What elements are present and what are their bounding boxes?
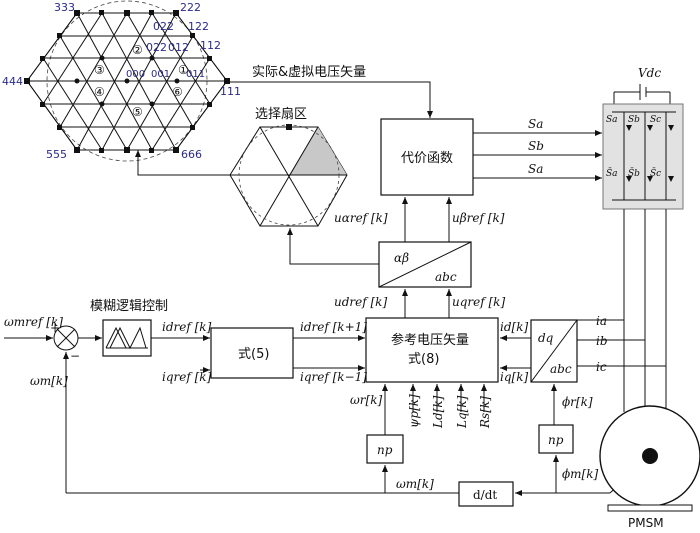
ref-voltage-title: 参考电压矢量 <box>391 332 469 348</box>
id-k: id[k] <box>500 320 528 334</box>
idref-k: idref [k] <box>162 320 212 334</box>
vector-555: 555 <box>46 148 67 161</box>
svg-text:S̄c: S̄c <box>650 167 661 179</box>
omega-r-input: ωr[k] <box>350 393 382 407</box>
abc-label: abc <box>435 270 457 284</box>
cost-function-label: 代价函数 <box>401 151 453 166</box>
omega-m-left: ωm[k] <box>30 374 68 388</box>
vector-222: 222 <box>180 1 201 14</box>
ib-label: ib <box>596 334 608 348</box>
hexagon-grid <box>26 12 228 151</box>
np-left-label: np <box>377 443 393 457</box>
vector-012: 012 <box>168 41 189 54</box>
pmsm-motor: PMSM <box>599 405 700 530</box>
np-right-label: np <box>548 433 564 447</box>
pmsm-label: PMSM <box>628 516 664 530</box>
ia-label: ia <box>596 314 607 328</box>
region-4: ④ <box>94 85 105 99</box>
u-beta-ref: uβref [k] <box>452 211 505 225</box>
vector-122: 122 <box>188 20 209 33</box>
plus-sign: + <box>50 321 60 335</box>
vdc-label: Vdc <box>638 66 661 80</box>
region-3: ③ <box>94 63 105 77</box>
fuzzy-logic-label: 模糊逻辑控制 <box>90 298 168 314</box>
omega-mref: ωmref [k] <box>4 315 63 329</box>
lq-input: Lq[k] <box>455 395 469 429</box>
rs-input: Rs[k] <box>478 396 492 429</box>
eq5-block <box>210 327 294 379</box>
to-sector-arrow <box>287 228 379 265</box>
inverter-box <box>602 103 684 210</box>
vector-111: 111 <box>220 85 241 98</box>
vector-000: 000 <box>126 69 145 80</box>
select-sector-label: 选择扇区 <box>255 106 307 122</box>
omega-m-bottom: ωm[k] <box>396 477 434 491</box>
cost-function-block <box>380 118 474 196</box>
inverter: Vdc Sa Sb Sc S̄a S̄b S̄c <box>602 66 684 210</box>
svg-text:S̄b: S̄b <box>628 167 640 179</box>
vector-022-top: 022 <box>153 20 174 33</box>
idref-k1: idref [k+1] <box>300 320 367 334</box>
svg-text:Sc: Sc <box>650 115 661 125</box>
vector-333: 333 <box>54 1 75 14</box>
svg-text:Sb: Sb <box>628 115 640 125</box>
np-block-left <box>366 434 404 464</box>
u-alpha-ref: uαref [k] <box>334 211 388 225</box>
selected-sector-fill <box>289 127 347 175</box>
signal-sb: Sb <box>528 139 544 153</box>
sector-selection: 选择扇区 <box>229 106 348 227</box>
vector-022: 022 <box>146 41 167 54</box>
phi-m: ϕm[k] <box>562 467 599 481</box>
vector-001: 001 <box>151 69 170 80</box>
ddt-label: d/dt <box>473 488 497 502</box>
ref-voltage-block <box>365 317 499 383</box>
signal-sa-2: Sa <box>528 162 543 176</box>
vector-444: 444 <box>2 75 23 88</box>
iqref-k-1: iqref [k−1] <box>300 370 367 384</box>
vector-666: 666 <box>181 148 202 161</box>
ld-input: Ld[k] <box>431 395 445 429</box>
voltage-vector-hexagon: 333 222 022 122 022 012 112 444 000 001 … <box>2 0 241 162</box>
u-dref: udref [k] <box>334 295 387 309</box>
alphabeta-label: αβ <box>394 251 409 265</box>
region-5: ⑤ <box>132 105 143 119</box>
svg-text:Sa: Sa <box>606 115 618 125</box>
region-1: ① <box>178 63 189 77</box>
iqref-k: iqref [k] <box>162 370 212 384</box>
derivative-block <box>458 481 514 507</box>
psi-p-input: ψp[k] <box>407 394 421 428</box>
dq-label: dq <box>538 331 554 345</box>
svg-text:S̄a: S̄a <box>606 167 618 179</box>
ref-voltage-eq: 式(8) <box>408 352 439 367</box>
signal-sa-1: Sa <box>528 117 543 131</box>
vector-112: 112 <box>200 39 221 52</box>
ic-label: ic <box>596 360 607 374</box>
minus-sign: − <box>70 349 80 363</box>
vector-011: 011 <box>186 69 205 80</box>
iq-k: iq[k] <box>500 370 528 384</box>
eq5-label: 式(5) <box>238 347 269 362</box>
fuzzy-logic-block <box>102 319 152 357</box>
u-qref: uqref [k] <box>452 295 505 309</box>
region-6: ⑥ <box>172 85 183 99</box>
actual-virtual-arrow <box>230 81 433 118</box>
actual-virtual-label: 实际&虚拟电压矢量 <box>252 65 366 80</box>
phi-r: ϕr[k] <box>562 395 593 409</box>
region-2: ② <box>132 43 143 57</box>
hexagon-nodes <box>24 10 230 153</box>
sector-to-hexagon-arrow <box>135 150 230 176</box>
abc2-label: abc <box>550 362 572 376</box>
np-block-right <box>538 424 574 454</box>
